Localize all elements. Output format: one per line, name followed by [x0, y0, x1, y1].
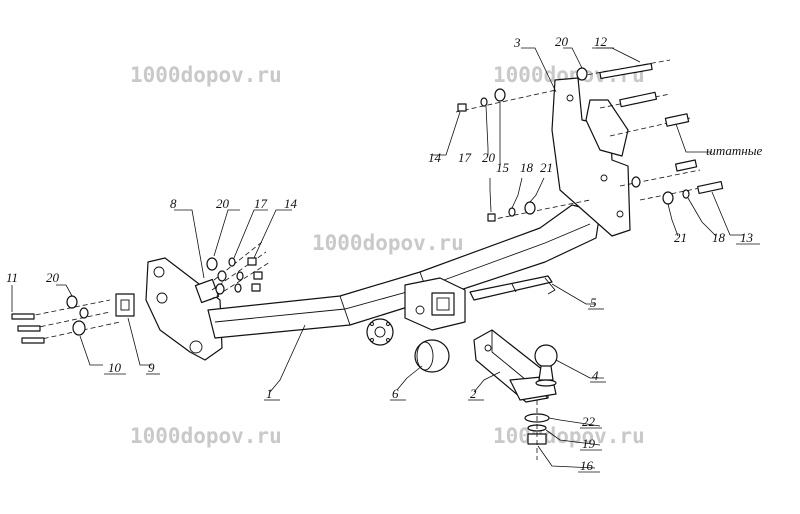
bolt-11: [21, 337, 45, 344]
socket-plate: [366, 318, 394, 346]
callout-11: 11: [6, 270, 18, 285]
bolt-11: [11, 313, 35, 320]
bolt-12: [599, 62, 653, 80]
callout-20: 20: [482, 150, 496, 165]
right-fasteners: [455, 59, 724, 222]
callout-21: 21: [540, 160, 553, 175]
callout-12: 12: [594, 34, 608, 49]
washer: [79, 307, 89, 319]
nut: [253, 271, 263, 280]
watermark: 1000dopov.ru: [312, 231, 464, 255]
receiver-tube: [404, 277, 466, 331]
watermark: 1000dopov.ru: [130, 63, 282, 87]
callout-17: 17: [254, 196, 268, 211]
callout-8: 8: [170, 196, 177, 211]
nut-14: [247, 257, 257, 266]
washer-20: [576, 67, 588, 81]
callout-16: 16: [580, 458, 594, 473]
callout-1: 1: [266, 386, 273, 401]
callout-underlines: [104, 47, 760, 473]
callout-20: 20: [216, 196, 230, 211]
tow-ball: [534, 344, 558, 387]
lock-washer-17: [228, 257, 236, 267]
lock-washer-17: [480, 97, 488, 107]
right-mounting-bracket: [551, 77, 631, 237]
left-fasteners: [11, 241, 271, 344]
washer: [631, 176, 641, 188]
callout-15: 15: [496, 160, 510, 175]
watermark: 1000dopov.ru: [130, 424, 282, 448]
callout-20: 20: [46, 270, 60, 285]
lock-washer: [234, 283, 242, 293]
callout-18: 18: [712, 230, 726, 245]
callout-14: 14: [284, 196, 298, 211]
callout-21: 21: [674, 230, 687, 245]
callout-18: 18: [520, 160, 534, 175]
bolt: [674, 159, 698, 172]
callout-19: 19: [582, 436, 596, 451]
bolt-13: [697, 180, 724, 195]
callout-10: 10: [108, 360, 122, 375]
washer-21: [662, 191, 674, 205]
callout-2: 2: [470, 386, 477, 401]
callout-13: 13: [740, 230, 754, 245]
washer-20: [494, 88, 506, 102]
washer: [215, 283, 225, 295]
callout-14: 14: [428, 150, 442, 165]
callout-17: 17: [458, 150, 472, 165]
callout-labels: 1 2 3 4 5 6 8 9 10 11 12 13 14 14 15 16 …: [6, 34, 763, 473]
watermark: 1000dopov.ru: [493, 424, 645, 448]
lock-washer-18: [682, 189, 690, 199]
callout-22: 22: [582, 414, 596, 429]
lock-washer: [236, 271, 244, 281]
callout-6: 6: [392, 386, 399, 401]
support-rod: [469, 275, 556, 301]
nut: [251, 283, 261, 292]
washer: [217, 270, 227, 282]
lock-washer-18: [508, 207, 516, 217]
socket-cover-cap: [414, 339, 450, 373]
left-mounting-bracket: [145, 257, 223, 361]
leader-lines: [11, 47, 744, 469]
spacer-plate-9: [115, 293, 135, 317]
nut-14: [457, 103, 467, 112]
nut-15: [487, 213, 496, 222]
washer-20: [206, 257, 218, 271]
bolt-11: [17, 325, 41, 332]
callout-20: 20: [555, 34, 569, 49]
callout-4: 4: [592, 368, 599, 383]
stock-bolt: [664, 113, 690, 127]
stock-bolts-note: штатные: [706, 143, 763, 158]
main-cross-beam: [207, 204, 601, 339]
callout-9: 9: [148, 360, 155, 375]
washer-20: [66, 295, 78, 309]
washer-21: [524, 201, 536, 215]
callout-5: 5: [590, 295, 597, 310]
washer-10: [72, 320, 86, 336]
bolt: [619, 91, 658, 108]
callout-3: 3: [513, 35, 521, 50]
ball-fastener-stack: [524, 400, 550, 460]
